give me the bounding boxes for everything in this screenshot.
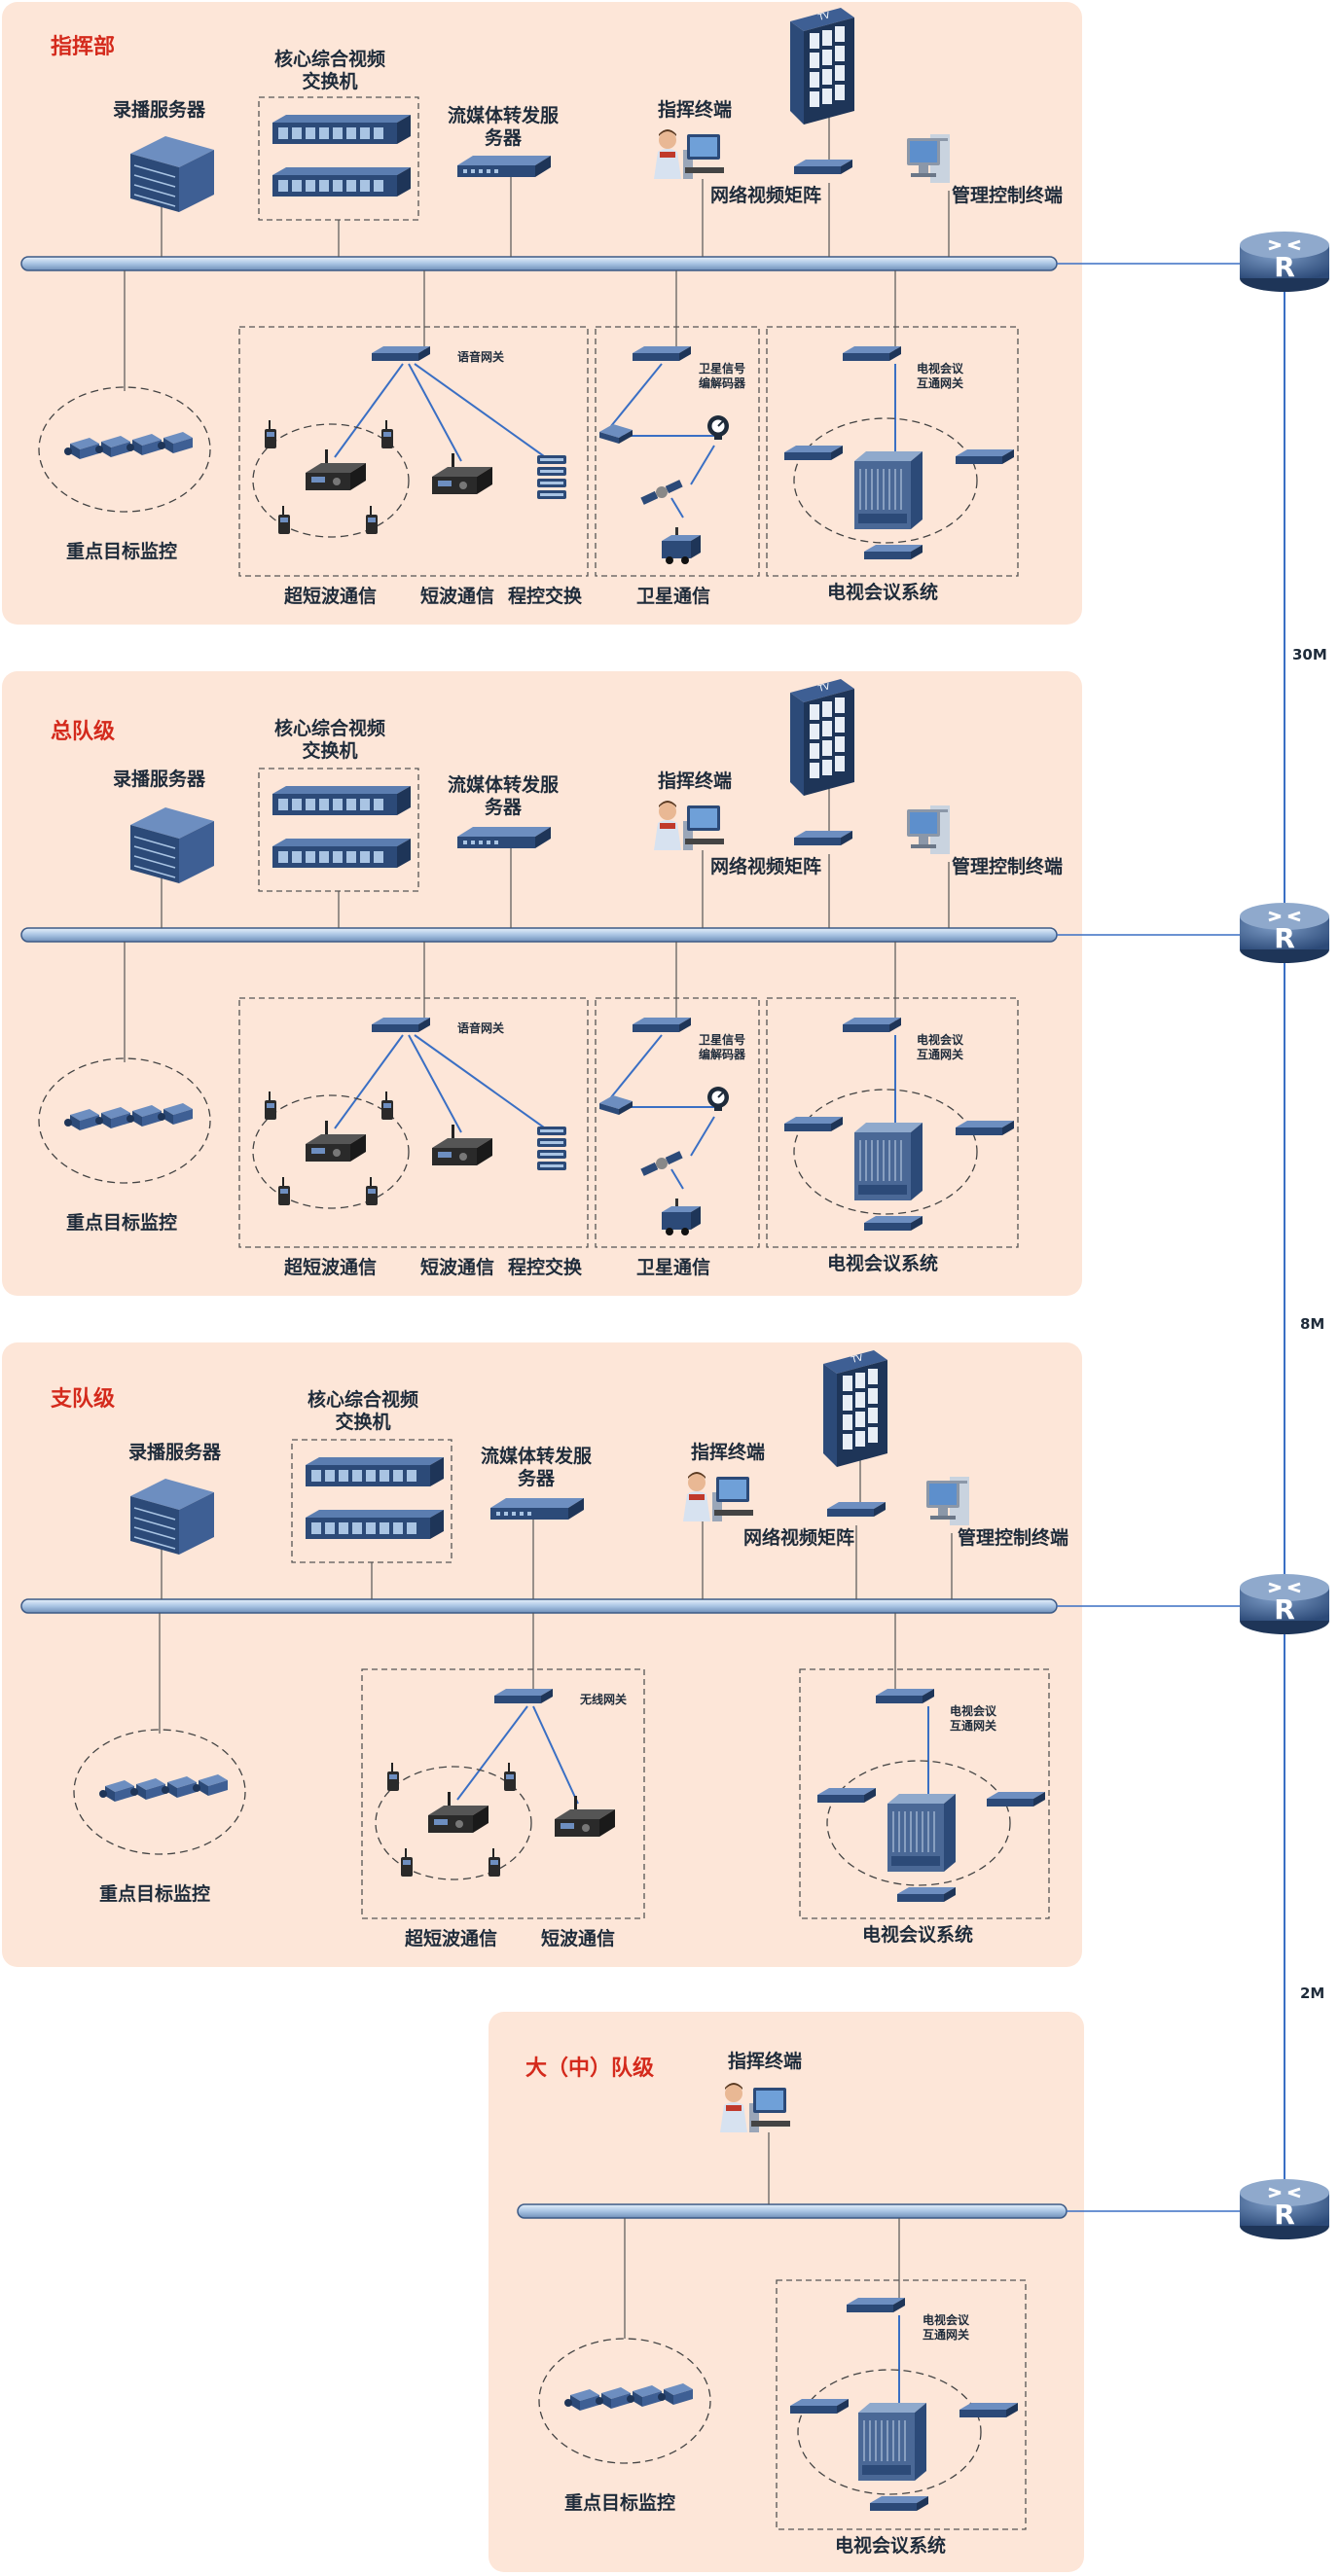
mgmt-terminal-label: 管理控制终端 bbox=[952, 185, 1064, 206]
command-terminal-label: 指挥终端 bbox=[728, 2051, 803, 2072]
video-matrix-label: 网络视频矩阵 bbox=[710, 856, 822, 877]
tier-corps-graphics bbox=[20, 679, 1242, 1248]
router-icon bbox=[1238, 230, 1331, 294]
stream-server-label: 流媒体转发服 务器 bbox=[448, 105, 560, 149]
core-switch-label: 核心综合视频 交换机 bbox=[274, 718, 386, 762]
backbone-bus bbox=[20, 927, 1058, 943]
core-switch-label: 核心综合视频 交换机 bbox=[308, 1389, 419, 1433]
uhf-label: 超短波通信 bbox=[284, 1257, 378, 1278]
vc-gw-label: 电视会议 互通网关 bbox=[917, 1033, 964, 1061]
link-bandwidth-label: 8M bbox=[1300, 1315, 1325, 1333]
link-bandwidth-label: 30M bbox=[1292, 646, 1327, 663]
command-terminal-label: 指挥终端 bbox=[691, 1442, 766, 1463]
sat-codec-label: 卫星信号 编解码器 bbox=[699, 1033, 746, 1061]
vc-system-label: 电视会议系统 bbox=[835, 2535, 947, 2557]
uhf-label: 超短波通信 bbox=[284, 586, 378, 607]
voice-gw-label: 语音网关 bbox=[457, 350, 505, 364]
backbone-bus bbox=[20, 1598, 1058, 1614]
record-server-label: 录播服务器 bbox=[113, 769, 206, 790]
tier-title: 总队级 bbox=[51, 720, 116, 744]
wireless-gw-label: 无线网关 bbox=[580, 1693, 628, 1706]
tier-title: 指挥部 bbox=[51, 35, 116, 59]
tier-detachment-graphics bbox=[20, 1350, 1242, 1919]
vc-gw-label: 电视会议 互通网关 bbox=[917, 362, 964, 390]
mgmt-terminal-label: 管理控制终端 bbox=[958, 1527, 1069, 1549]
voice-gw-label: 语音网关 bbox=[457, 1021, 505, 1035]
video-matrix-label: 网络视频矩阵 bbox=[710, 185, 822, 206]
stream-server-label: 流媒体转发服 务器 bbox=[448, 774, 560, 818]
vc-gw-label: 电视会议 互通网关 bbox=[923, 2313, 970, 2342]
vc-gw-label: 电视会议 互通网关 bbox=[950, 1704, 997, 1733]
hf-label: 短波通信 bbox=[420, 586, 495, 607]
monitor-label: 重点目标监控 bbox=[99, 1883, 211, 1905]
record-server-label: 录播服务器 bbox=[128, 1442, 222, 1463]
command-terminal-label: 指挥终端 bbox=[658, 770, 733, 792]
stream-server-label: 流媒体转发服 务器 bbox=[481, 1446, 593, 1489]
pbx-label: 程控交换 bbox=[508, 1257, 583, 1278]
sat-codec-label: 卫星信号 编解码器 bbox=[699, 362, 746, 390]
video-matrix-label: 网络视频矩阵 bbox=[743, 1527, 855, 1549]
hf-label: 短波通信 bbox=[541, 1928, 616, 1950]
vc-system-label: 电视会议系统 bbox=[862, 1924, 974, 1946]
backbone-bus bbox=[20, 256, 1058, 271]
backbone-bus bbox=[517, 2203, 1068, 2219]
record-server-label: 录播服务器 bbox=[113, 99, 206, 121]
monitor-label: 重点目标监控 bbox=[66, 541, 178, 562]
link-bandwidth-label: 2M bbox=[1300, 1985, 1325, 2002]
tier-hq-graphics bbox=[20, 8, 1242, 577]
router-chain bbox=[1238, 230, 1331, 2241]
uhf-label: 超短波通信 bbox=[405, 1928, 498, 1950]
command-terminal-label: 指挥终端 bbox=[658, 99, 733, 121]
mgmt-terminal-label: 管理控制终端 bbox=[952, 856, 1064, 877]
router-icon bbox=[1238, 1572, 1331, 1636]
tier-title: 大（中）队级 bbox=[525, 2057, 655, 2081]
pbx-label: 程控交换 bbox=[508, 586, 583, 607]
core-switch-label: 核心综合视频 交换机 bbox=[274, 49, 386, 92]
router-icon bbox=[1238, 901, 1331, 965]
tier-title: 支队级 bbox=[51, 1387, 116, 1412]
vc-system-label: 电视会议系统 bbox=[827, 1253, 939, 1274]
monitor-label: 重点目标监控 bbox=[564, 2492, 676, 2514]
satellite-label: 卫星通信 bbox=[636, 586, 711, 607]
hf-label: 短波通信 bbox=[420, 1257, 495, 1278]
router-icon bbox=[1238, 2177, 1331, 2241]
tier-brigade-graphics bbox=[517, 2083, 1242, 2530]
monitor-label: 重点目标监控 bbox=[66, 1212, 178, 1234]
satellite-label: 卫星通信 bbox=[636, 1257, 711, 1278]
vc-system-label: 电视会议系统 bbox=[827, 582, 939, 603]
